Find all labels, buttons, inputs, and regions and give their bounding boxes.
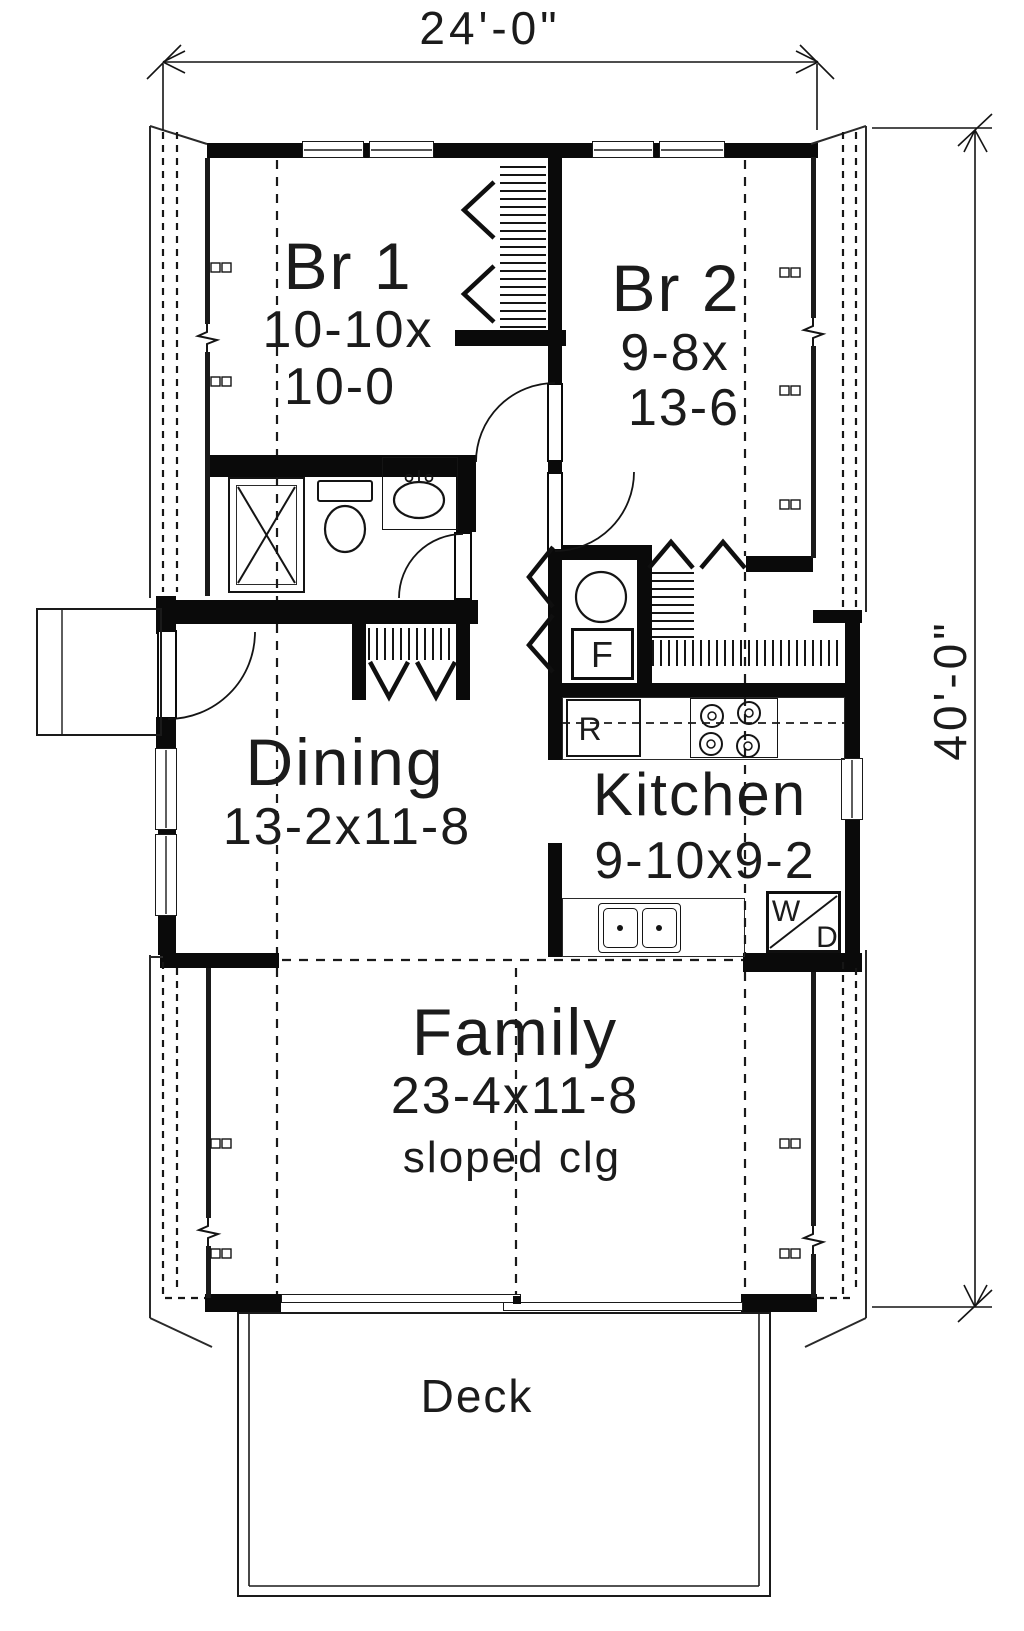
room-label-dining: Dining bbox=[245, 725, 445, 799]
room-size-br1-line1: 10-10x bbox=[262, 301, 434, 359]
wall-bath-north bbox=[207, 455, 470, 477]
wall-bedroom-divider-upper bbox=[548, 157, 562, 383]
window-top-1b bbox=[369, 141, 434, 158]
wall-bath-south-band bbox=[156, 600, 478, 624]
room-size-br1-line2: 10-0 bbox=[283, 358, 397, 416]
room-label-kitchen: Kitchen bbox=[592, 761, 808, 828]
pantry-bifold-icon bbox=[699, 538, 747, 570]
kitchen-sink bbox=[598, 903, 681, 953]
wall-bath-east bbox=[456, 455, 476, 532]
room-label-deck: Deck bbox=[420, 1370, 534, 1422]
window-top-2b bbox=[659, 141, 725, 158]
shower-inner bbox=[236, 485, 297, 585]
wall-dining-closet-right bbox=[456, 624, 470, 700]
toilet-tank bbox=[317, 480, 373, 502]
dining-closet-bifold-icon bbox=[415, 660, 457, 702]
br1-closet-bifold-icon bbox=[460, 180, 496, 240]
window-top-2a bbox=[592, 141, 654, 158]
wall-utility-west bbox=[548, 551, 562, 697]
window-dining-west-1 bbox=[155, 748, 177, 830]
room-label-br1: Br 1 bbox=[283, 229, 413, 303]
furnace-box bbox=[571, 628, 634, 680]
water-heater bbox=[574, 570, 628, 624]
room-label-family: Family bbox=[411, 995, 619, 1069]
br2-door-arc bbox=[554, 471, 635, 552]
wall-family-east-thin bbox=[811, 972, 816, 1298]
pantry-shelf-hatch-horizontal bbox=[652, 640, 838, 666]
window-top-1a bbox=[302, 141, 364, 158]
wall-dining-closet-left bbox=[352, 624, 366, 700]
range bbox=[690, 698, 778, 758]
wall-pantry-north bbox=[746, 556, 813, 572]
sliding-door-right bbox=[503, 1302, 743, 1311]
dining-closet-bifold-icon bbox=[368, 660, 410, 702]
wall-family-bottom-left bbox=[205, 1294, 281, 1312]
entry-stoop bbox=[36, 608, 162, 736]
wall-kitchen-north bbox=[548, 683, 845, 697]
sliding-door-meeting-stile bbox=[513, 1296, 521, 1304]
kitchen-sink-bowl-left bbox=[603, 908, 638, 948]
window-kitchen-east bbox=[841, 758, 863, 820]
wall-utility-east bbox=[637, 545, 652, 697]
room-size-dining: 13-2x11-8 bbox=[222, 798, 472, 856]
room-size-kitchen: 9-10x9-2 bbox=[594, 832, 816, 890]
kitchen-counter-north bbox=[562, 697, 845, 760]
wall-door-jamb bbox=[548, 462, 562, 472]
room-note-family: sloped clg bbox=[402, 1133, 622, 1182]
br2-door-leaf bbox=[547, 472, 563, 551]
wall-family-north-left bbox=[160, 953, 279, 968]
deck-outline bbox=[237, 1312, 771, 1597]
wall-kitchen-east-upper bbox=[845, 623, 860, 758]
wall-family-bottom-right bbox=[741, 1294, 817, 1312]
br1-door-arc bbox=[475, 382, 556, 463]
toilet-bowl bbox=[323, 504, 367, 554]
wall-br2-east-thin bbox=[811, 157, 816, 558]
br1-door-leaf bbox=[547, 383, 563, 462]
dining-closet-shelf-hatch bbox=[368, 628, 454, 660]
room-size-br2-line2: 13-6 bbox=[627, 379, 741, 437]
wall-dining-west-d bbox=[158, 915, 176, 955]
room-label-br2: Br 2 bbox=[611, 251, 741, 325]
wall-kitchen-east-lower bbox=[845, 820, 860, 953]
washer-label: W bbox=[771, 895, 801, 928]
wall-top bbox=[207, 143, 818, 158]
pantry-bifold-icon bbox=[647, 538, 695, 570]
pantry-shelf-hatch-vertical bbox=[652, 572, 694, 638]
wall-kitchen-ne-corner bbox=[813, 610, 862, 623]
wall-family-north-right bbox=[743, 953, 862, 972]
sink-vanity bbox=[382, 457, 458, 530]
entry-door-arc bbox=[167, 631, 256, 720]
bath-door-leaf bbox=[454, 532, 472, 600]
room-size-br2-line1: 9-8x bbox=[620, 324, 730, 382]
wall-kitchen-west-lower bbox=[548, 843, 562, 957]
dryer-label: D bbox=[816, 921, 838, 954]
window-dining-west-2 bbox=[155, 834, 177, 916]
furnace-label: F bbox=[591, 634, 613, 675]
room-size-family: 23-4x11-8 bbox=[390, 1067, 640, 1125]
refrigerator-label: R bbox=[578, 711, 602, 747]
wall-family-west-thin bbox=[206, 968, 211, 1298]
refrigerator-box bbox=[566, 699, 641, 757]
br1-closet-bifold-icon bbox=[460, 264, 496, 324]
wall-kitchen-west-upper bbox=[548, 697, 562, 760]
br1-closet-shelf-hatch bbox=[500, 166, 546, 330]
kitchen-sink-bowl-right bbox=[642, 908, 677, 948]
wall-dining-west-c bbox=[158, 828, 176, 835]
dimension-height-label: 40'-0" bbox=[924, 619, 976, 761]
dimension-width-label: 24'-0" bbox=[419, 2, 561, 54]
wall-bedroom-west-thin bbox=[205, 158, 210, 596]
sliding-door-left bbox=[281, 1294, 521, 1303]
wall-br1-closet-bottom bbox=[455, 330, 566, 346]
